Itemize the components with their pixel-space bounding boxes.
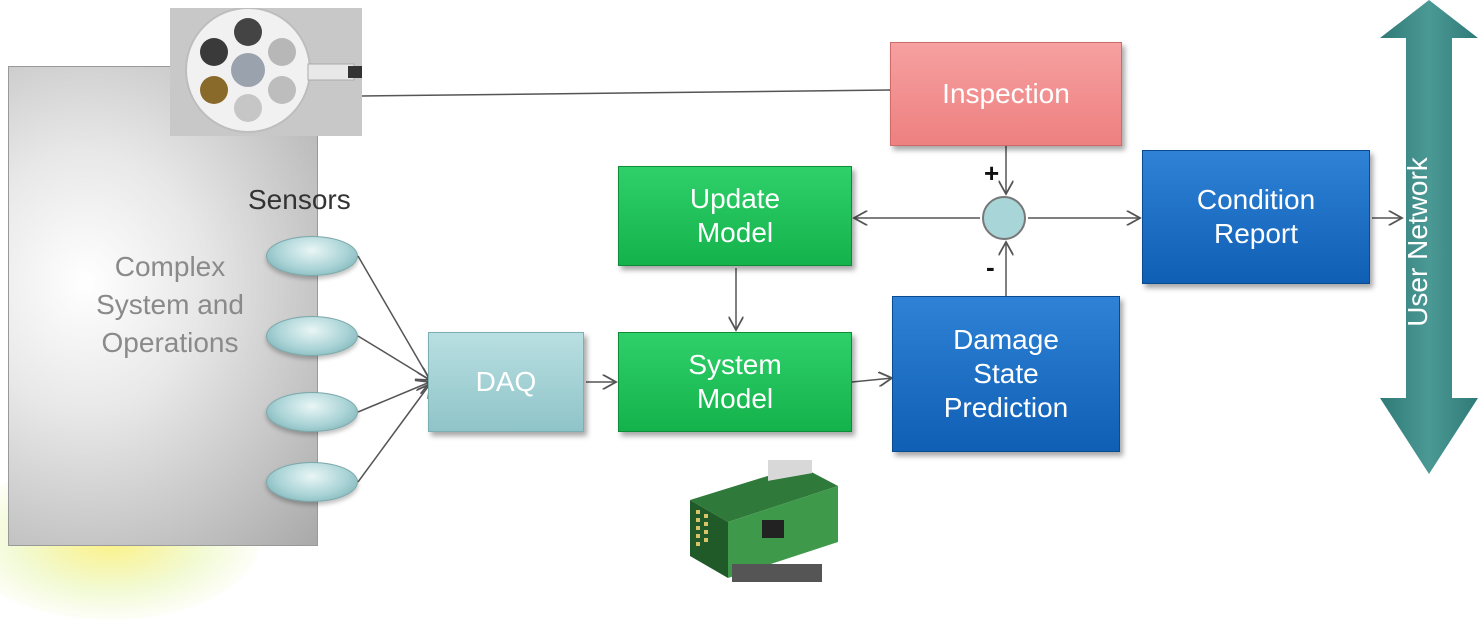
- sensor-1: [266, 236, 358, 276]
- user-network-label: User Network: [1402, 157, 1433, 327]
- minus-sign: -: [986, 252, 995, 282]
- sensor-2: [266, 316, 358, 356]
- damage-state-prediction-node: Damage State Prediction: [892, 296, 1120, 452]
- user-network-arrow: [1380, 0, 1478, 474]
- inspection-node: Inspection: [890, 42, 1122, 146]
- sensors-label: Sensors: [248, 184, 351, 215]
- summing-junction: [982, 196, 1026, 240]
- plus-sign: +: [984, 158, 1000, 188]
- update-model-node: Update Model: [618, 166, 852, 266]
- connector-lines: [357, 89, 1478, 483]
- circuit-board-photo: [682, 460, 840, 582]
- condition-report-node: Condition Report: [1142, 150, 1370, 284]
- sensor-4: [266, 462, 358, 502]
- sensor-array-photo: [170, 8, 362, 136]
- complex-system-box: [8, 66, 318, 546]
- system-model-node: System Model: [618, 332, 852, 432]
- daq-node: DAQ: [428, 332, 584, 432]
- sensor-3: [266, 392, 358, 432]
- complex-system-label: Complex System and Operations: [96, 251, 244, 358]
